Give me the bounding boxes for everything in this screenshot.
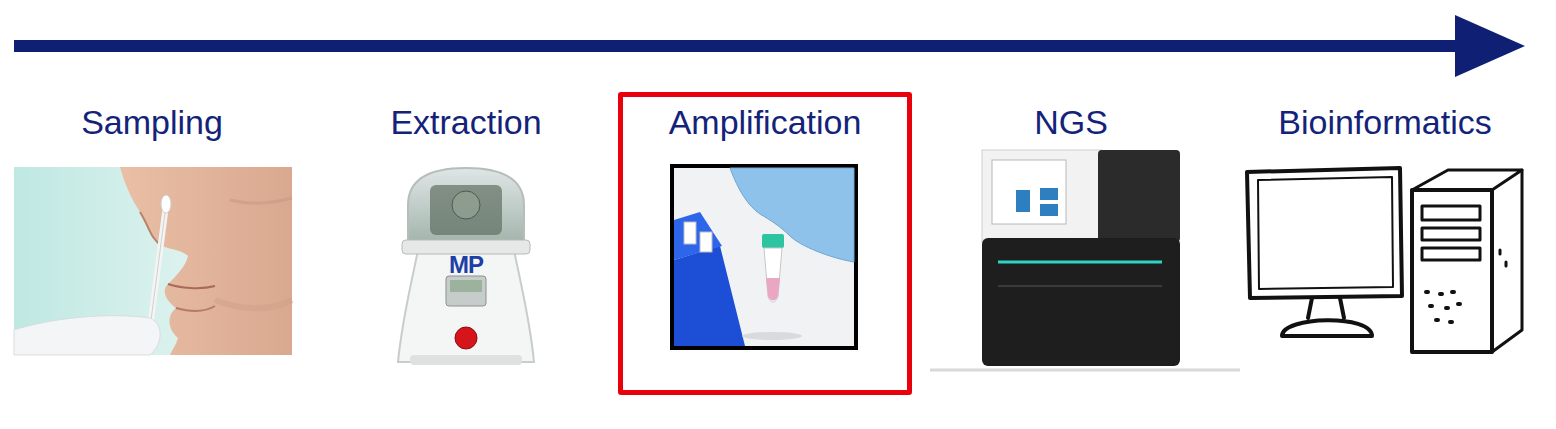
pcr-tube-photo-part bbox=[670, 164, 858, 350]
homogenizer-device-part bbox=[446, 276, 486, 306]
computer-sketch-part bbox=[1258, 177, 1393, 289]
nasal-swab-photo-part bbox=[161, 195, 171, 213]
sequencer-machine-part bbox=[998, 285, 1162, 287]
timeline-arrow-part bbox=[14, 40, 1462, 52]
nasal-swab-photo-part bbox=[14, 167, 292, 355]
homogenizer-device-part bbox=[408, 168, 524, 248]
pcr-tube-photo-part bbox=[674, 246, 745, 346]
sequencer-machine-part bbox=[992, 160, 1066, 224]
computer-sketch-part bbox=[1412, 190, 1492, 352]
computer-sketch-part bbox=[1247, 168, 1402, 298]
computer-sketch-part bbox=[1308, 298, 1344, 318]
timeline-arrow bbox=[14, 15, 1525, 77]
pcr-tube-photo-part bbox=[762, 234, 784, 248]
sequencer-machine-part bbox=[982, 150, 1102, 242]
sequencer-machine-part bbox=[1040, 188, 1058, 200]
homogenizer-device-part bbox=[430, 185, 502, 235]
pcr-tube-photo-part bbox=[766, 278, 780, 301]
pcr-tube-photo-part bbox=[700, 232, 712, 252]
pcr-tube-photo-part bbox=[684, 222, 696, 244]
stage-label: Bioinformatics bbox=[1278, 104, 1492, 141]
nasal-swab-photo-part bbox=[215, 300, 292, 308]
homogenizer-device-part bbox=[450, 280, 482, 292]
sequencer-machine-part bbox=[982, 238, 1180, 366]
pcr-tube-photo-part bbox=[674, 212, 722, 260]
computer-sketch-part bbox=[1422, 228, 1480, 240]
computer-sketch-part bbox=[1500, 250, 1506, 266]
stage-label: NGS bbox=[1034, 104, 1108, 141]
stage-label: Amplification bbox=[623, 97, 907, 141]
computer-sketch-part bbox=[1412, 170, 1522, 190]
homogenizer-device-part bbox=[455, 327, 477, 349]
pcr-tube-photo-part bbox=[730, 168, 854, 262]
pcr-tube-photo-part bbox=[674, 168, 854, 346]
sequencer-machine-part bbox=[1016, 190, 1030, 212]
nasal-swab-photo-part bbox=[176, 306, 215, 311]
sequencer-machine-part bbox=[1040, 204, 1058, 216]
pcr-tube-photo-part bbox=[742, 332, 802, 340]
sequencer-machine bbox=[930, 150, 1240, 370]
computer-sketch-part bbox=[1282, 320, 1372, 336]
timeline-arrow-part bbox=[1455, 15, 1525, 77]
computer-sketch-part bbox=[1422, 206, 1480, 220]
highlight-box: Amplification bbox=[618, 92, 912, 395]
homogenizer-device bbox=[398, 168, 534, 365]
sequencer-machine-part bbox=[998, 261, 1162, 264]
pcr-tube-photo bbox=[670, 164, 858, 350]
stage-label: Sampling bbox=[81, 104, 223, 141]
computer-sketch-part bbox=[1426, 292, 1460, 322]
sequencer-machine-part bbox=[930, 369, 1240, 372]
sequencer-machine-part bbox=[1098, 150, 1180, 242]
nasal-swab-photo-part bbox=[230, 198, 292, 203]
computer-sketch-part bbox=[1492, 170, 1522, 352]
computer-sketch bbox=[1247, 168, 1522, 352]
nasal-swab-photo-part bbox=[168, 284, 215, 288]
computer-sketch-part bbox=[1422, 248, 1480, 260]
nasal-swab-photo-part bbox=[150, 205, 166, 328]
pcr-tube-photo-part bbox=[764, 248, 782, 302]
nasal-swab-photo bbox=[14, 167, 292, 355]
nasal-swab-photo-part bbox=[14, 316, 160, 355]
homogenizer-device-part bbox=[410, 355, 522, 365]
stage-label: Extraction bbox=[390, 104, 541, 141]
homogenizer-device-part bbox=[398, 250, 534, 362]
homogenizer-device-part bbox=[402, 240, 530, 254]
nasal-swab-photo-part bbox=[150, 205, 166, 328]
brand-logo: MP bbox=[449, 253, 483, 277]
homogenizer-device-part bbox=[452, 191, 480, 219]
